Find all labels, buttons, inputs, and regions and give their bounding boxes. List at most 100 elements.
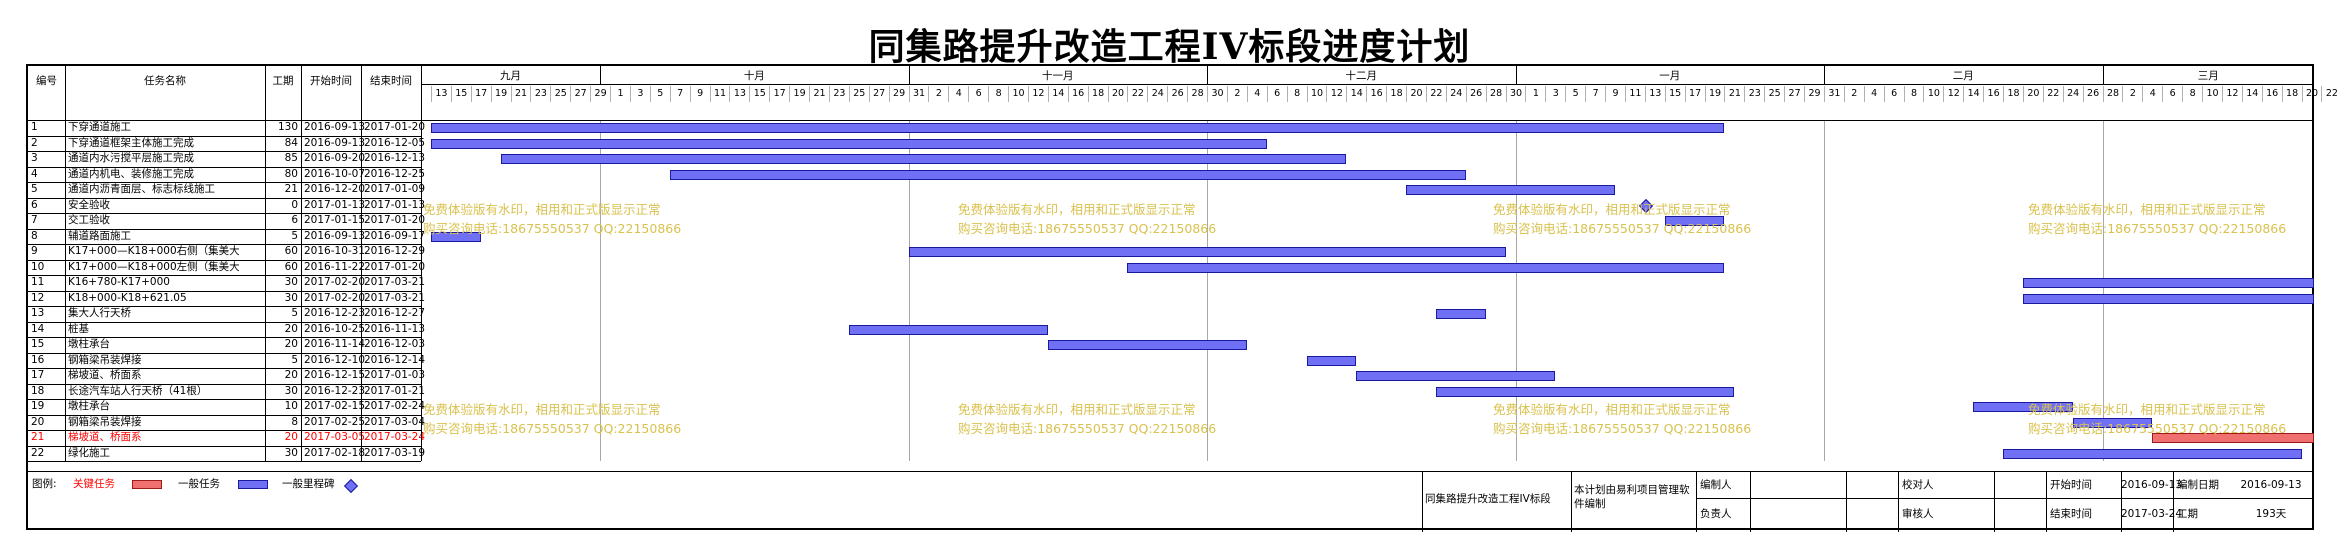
day-label: 29 — [888, 86, 909, 102]
task-name: 集大人行天桥 — [68, 307, 131, 319]
day-label: 14 — [1047, 86, 1068, 102]
watermark: 免费体验版有水印，相用和正式版显示正常购买咨询电话:18675550537 QQ… — [958, 402, 1217, 436]
day-label: 3 — [1545, 86, 1565, 102]
month-divider — [421, 84, 2314, 85]
task-bar — [2003, 448, 2302, 459]
day-label: 22 — [1425, 86, 1446, 102]
task-no: 5 — [31, 183, 38, 195]
day-label: 2 — [928, 86, 948, 102]
day-label: 11 — [1624, 86, 1645, 102]
task-bar — [1047, 340, 1247, 350]
day-label: 17 — [769, 86, 789, 102]
task-start: 2017-01-13 — [304, 198, 366, 211]
day-label: 25 — [550, 86, 570, 102]
row-divider — [28, 368, 421, 369]
task-end: 2016-12-25 — [364, 167, 426, 180]
month-gridline — [1515, 120, 1517, 461]
day-label: 23 — [1744, 86, 1764, 102]
task-start: 2016-09-20 — [304, 152, 366, 164]
task-end: 2017-03-21 — [364, 291, 426, 304]
task-name: 通道内水污搅平层施工完成 — [68, 152, 194, 164]
month-boundary — [600, 66, 602, 84]
day-label: 26 — [2082, 86, 2103, 102]
day-label: 29 — [1804, 86, 1824, 102]
task-no: 22 — [31, 446, 45, 459]
task-end: 2016-12-29 — [364, 245, 426, 257]
row-divider — [28, 383, 421, 385]
row-divider — [28, 414, 421, 416]
task-start: 2016-12-20 — [304, 183, 366, 195]
day-label: 20 — [1107, 86, 1128, 102]
day-label: 27 — [570, 86, 590, 102]
day-label: 8 — [1903, 86, 1924, 102]
row-divider — [28, 228, 421, 230]
day-label: 19 — [789, 86, 809, 102]
task-bar — [1356, 371, 1556, 381]
footer-compiler-label: 编制人 — [1700, 479, 1732, 491]
day-label: 18 — [2003, 86, 2023, 102]
task-dur: 20 — [284, 322, 298, 335]
task-end: 2017-01-21 — [364, 384, 426, 397]
day-label: 4 — [1246, 86, 1267, 102]
day-label: 6 — [2162, 86, 2182, 102]
task-bar — [1435, 386, 1735, 397]
task-no: 7 — [31, 214, 38, 226]
task-end: 2017-02-24 — [364, 400, 426, 412]
task-dur: 30 — [284, 446, 298, 459]
task-dur: 130 — [277, 121, 298, 133]
day-label: 21 — [809, 86, 829, 102]
task-start: 2017-02-25 — [304, 415, 366, 428]
legend-label: 图例: — [32, 478, 57, 490]
footer-owner-label: 负责人 — [1700, 508, 1732, 520]
day-label: 28 — [1187, 86, 1207, 102]
day-label: 22 — [2042, 86, 2063, 102]
day-label: 7 — [669, 86, 690, 102]
month-label: 九月 — [500, 70, 522, 82]
task-name: K18+000-K18+621.05 — [68, 291, 187, 304]
task-no: 8 — [31, 229, 38, 242]
day-label: 1 — [610, 86, 630, 102]
header-end: 结束时间 — [370, 75, 412, 87]
task-no: 14 — [31, 322, 45, 335]
day-label: 5 — [1565, 86, 1585, 102]
header-name: 任务名称 — [144, 75, 186, 87]
task-dur: 60 — [284, 260, 298, 273]
day-label: 6 — [1883, 86, 1904, 102]
day-label: 18 — [1087, 86, 1108, 102]
month-gridline — [2102, 120, 2104, 461]
footer-end-value: 2017-03-24 — [2121, 508, 2183, 520]
critical-task-bar — [2152, 433, 2314, 443]
task-bar — [1127, 262, 1725, 273]
day-label: 2 — [1226, 86, 1247, 102]
task-name: 墩柱承台 — [68, 400, 110, 412]
day-label: 15 — [1664, 86, 1685, 102]
legend-milestone-icon — [343, 478, 359, 494]
day-label: 13 — [430, 86, 451, 102]
watermark: 免费体验版有水印，相用和正式版显示正常购买咨询电话:18675550537 QQ… — [423, 402, 682, 436]
day-label: 4 — [2142, 86, 2162, 102]
column-divider — [421, 66, 422, 461]
task-dur: 6 — [291, 214, 298, 226]
month-gridline — [908, 120, 910, 461]
column-divider — [361, 66, 362, 461]
task-end: 2017-01-20 — [364, 214, 426, 226]
month-label: 十月 — [743, 70, 765, 82]
day-label: 12 — [1027, 86, 1048, 102]
day-label: 27 — [1784, 86, 1804, 102]
task-name: 安全验收 — [68, 198, 110, 211]
row-divider — [28, 166, 421, 168]
task-dur: 5 — [291, 307, 298, 319]
task-no: 19 — [31, 400, 45, 412]
task-bar — [1406, 185, 1615, 195]
footer-reviewer-label: 审核人 — [1902, 508, 1934, 520]
task-name: K17+000—K18+000右侧（集美大 — [68, 245, 240, 257]
task-bar — [1973, 402, 2073, 412]
task-end: 2017-01-03 — [364, 369, 426, 381]
day-label: 29 — [590, 86, 610, 102]
task-end: 2017-03-04 — [364, 415, 426, 428]
legend-critical-swatch — [132, 480, 162, 489]
day-label: 27 — [868, 86, 889, 102]
task-start: 2016-10-25 — [304, 322, 366, 335]
task-bar — [430, 231, 481, 242]
